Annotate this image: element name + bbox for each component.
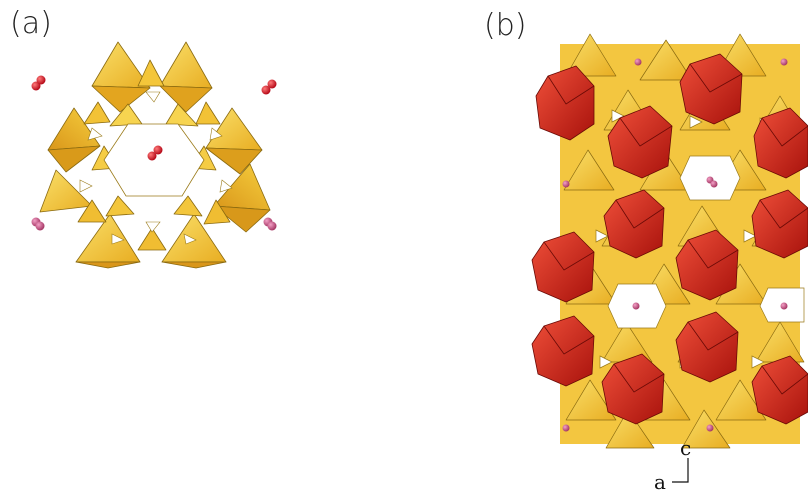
- axis-indicator: [672, 458, 689, 483]
- panel-a-ring-structure: [39, 41, 271, 269]
- pink-atom: [706, 424, 714, 432]
- panel-a-label: (a): [10, 6, 52, 41]
- axis-label-c: c: [680, 436, 692, 460]
- octahedron: [531, 315, 595, 387]
- octahedron: [603, 189, 665, 259]
- panel-b-label: (b): [484, 8, 527, 43]
- octahedron: [607, 105, 673, 179]
- octahedron: [535, 65, 595, 141]
- pink-atom: [634, 58, 642, 66]
- panel-b-atoms: [562, 58, 788, 432]
- octahedron: [753, 107, 808, 179]
- pink-atom: [632, 302, 640, 310]
- pink-atom: [780, 58, 788, 66]
- octahedron: [531, 231, 595, 303]
- pink-atom-pair: [263, 217, 277, 231]
- octahedron: [751, 189, 808, 259]
- axis-label-a: a: [654, 470, 666, 494]
- panel-a-atoms: [31, 75, 277, 231]
- octahedron: [601, 353, 665, 425]
- red-atom-pair: [261, 79, 277, 95]
- pink-atom-pair: [31, 217, 45, 231]
- octahedron: [675, 229, 739, 301]
- pink-atom: [780, 302, 788, 310]
- octahedron: [751, 355, 808, 425]
- pink-atom: [710, 180, 718, 188]
- red-atom-pair: [147, 145, 163, 161]
- octahedron: [679, 53, 743, 125]
- pink-atom: [562, 424, 570, 432]
- pink-atom: [562, 180, 570, 188]
- octahedron: [675, 311, 739, 383]
- panel-b-octahedra: [531, 53, 808, 425]
- red-atom-pair: [31, 75, 46, 91]
